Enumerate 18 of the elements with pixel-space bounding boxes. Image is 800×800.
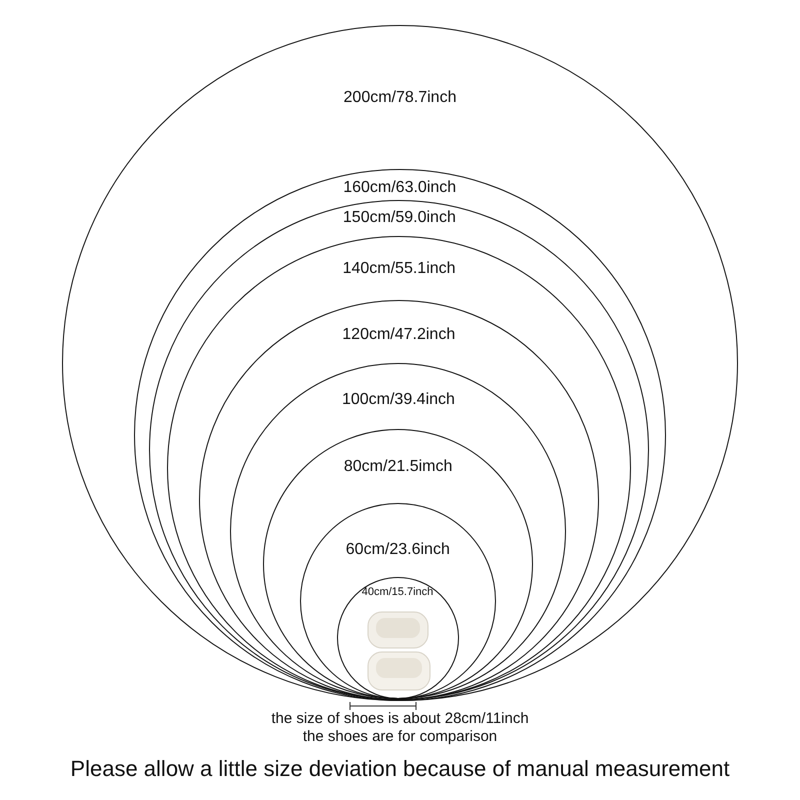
size-circle [300, 502, 496, 699]
size-label: 160cm/63.0inch [342, 178, 458, 197]
note-text: the size of shoes is about 28cm/11inch [270, 710, 530, 728]
size-circle [336, 576, 458, 698]
size-label: 200cm/78.7inch [342, 88, 458, 108]
size-label: 140cm/55.1inch [342, 259, 457, 278]
size-label: 60cm/23.6inch [344, 540, 451, 559]
size-label: 40cm/15.7inch [360, 586, 434, 599]
size-label: 100cm/39.4inch [340, 390, 456, 410]
note-text: the shoes are for comparison [302, 728, 498, 746]
size-label: 150cm/59.0inch [342, 208, 457, 228]
size-label: 120cm/47.2inch [341, 324, 456, 344]
note-text: Please allow a little size deviation because of manual measurement [69, 756, 731, 782]
size-circle [263, 429, 534, 700]
size-label: 80cm/21.5imch [342, 457, 454, 476]
size-circle [62, 25, 738, 701]
size-circle [198, 300, 599, 700]
size-circle [230, 363, 566, 700]
